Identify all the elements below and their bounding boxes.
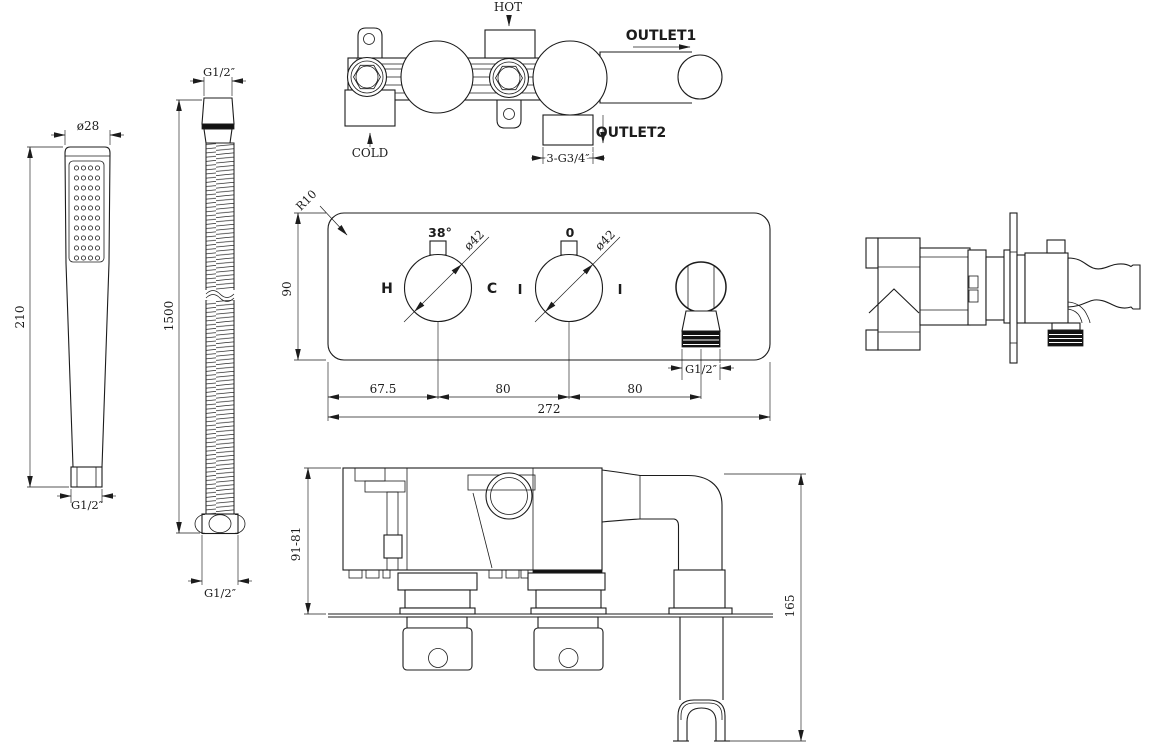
- bottom-port-ring: [485, 472, 533, 520]
- bottom-clamp: [383, 534, 403, 559]
- label-hot: HOT: [494, 0, 522, 14]
- valve-cartridge-right: [532, 40, 608, 116]
- spray-face: [68, 160, 105, 263]
- mounting-tab-top: [357, 27, 383, 58]
- hose-outlet-connector: [675, 261, 727, 348]
- bottom-valve-body: [342, 467, 603, 571]
- handset-holder-inner: [686, 707, 717, 741]
- side-flange1: [967, 249, 987, 326]
- elbow-outer: [640, 474, 723, 570]
- dim-plate-height: 90: [280, 281, 294, 296]
- side-elbow-inner: [1067, 308, 1083, 324]
- handset-holder-outer: [677, 699, 726, 741]
- radius-leader: [319, 205, 348, 236]
- hose-corrugation: [205, 142, 235, 515]
- bottom-feet: [348, 569, 529, 579]
- dim-spacing-mid: 80: [495, 382, 510, 396]
- label-outlet1: OUTLET1: [626, 28, 697, 44]
- label-38deg: 38°: [428, 225, 452, 240]
- hose-bottom-nut: [201, 513, 239, 535]
- hose-top-collar: [203, 128, 233, 144]
- dim-hose-thread-top: G1/2″: [203, 65, 236, 79]
- hose-top-cone: [201, 97, 235, 125]
- label-zero: 0: [566, 225, 575, 240]
- outlet-body: [681, 310, 721, 332]
- dim-head-diameter: ø28: [77, 119, 100, 133]
- side-connector: [985, 256, 1006, 321]
- handshower-body: [64, 146, 111, 468]
- dim-hose-thread-bottom: G1/2″: [204, 586, 237, 600]
- side-elbow-outer: [1067, 301, 1091, 324]
- side-valve-body: [919, 247, 971, 326]
- hose-view: G1/2″ 1500 G1/2″: [162, 65, 252, 600]
- mounting-hole-top: [363, 33, 375, 45]
- mounting-tab-bottom: [496, 100, 522, 129]
- hose-top-band: [201, 123, 235, 130]
- dim-install-height: 165: [783, 595, 797, 618]
- knob-front-1: [402, 616, 473, 671]
- side-tab-upper: [865, 237, 879, 269]
- dim-spacing-right: 80: [627, 382, 642, 396]
- dim-hose-length: 1500: [162, 301, 176, 332]
- valve-side-view: [865, 212, 1141, 364]
- side-flange2: [1003, 249, 1011, 324]
- temperature-knob: 38° H C ø42: [381, 225, 497, 323]
- side-wall-plate: [1009, 212, 1018, 364]
- label-cold-c: C: [487, 281, 497, 297]
- dim-handshower-thread: G1/2″: [71, 498, 104, 512]
- dim-total-width: 272: [538, 402, 561, 416]
- dim-handshower-length: 210: [13, 306, 27, 329]
- outlet-ring: [675, 261, 727, 313]
- handshower-view: ø28 210 G1/2″: [13, 119, 124, 512]
- side-holder-arm: [1067, 257, 1141, 310]
- valve-front-view: R10 90 38° H C ø42 0 I I: [280, 187, 771, 421]
- bottom-stem: [386, 491, 399, 571]
- label-hot-h: H: [381, 281, 393, 297]
- elbow-flange: [668, 607, 733, 615]
- side-spacer: [1016, 254, 1026, 324]
- elbow-neck-bottom: [601, 518, 641, 523]
- temperature-knob-tab: [429, 240, 447, 256]
- valve-top-view: HOT COLD OUTLET1 OUTLET2 3-G3/4″: [344, 0, 723, 167]
- label-outlet2: OUTLET2: [596, 125, 667, 141]
- label-mark-left: I: [518, 283, 523, 298]
- mounting-hole-bottom: [503, 108, 515, 120]
- label-cold: COLD: [352, 146, 389, 160]
- diverter-knob-tab: [560, 240, 578, 256]
- dim-corner-radius: R10: [293, 187, 319, 213]
- dim-depth-range: 91-81: [289, 527, 303, 562]
- label-mark-right: I: [618, 283, 623, 298]
- knob-front-2: [533, 616, 604, 671]
- dim-outlet-thread: 3-G3/4″: [546, 151, 590, 165]
- hex-fitting-center: [488, 57, 530, 99]
- hex-fitting-left: [346, 56, 388, 98]
- side-tab-lower: [865, 329, 879, 351]
- elbow-inner: [640, 518, 680, 570]
- side-chevron: [868, 288, 920, 314]
- hot-inlet-block: [484, 29, 536, 59]
- outlet1-pipe-end: [677, 54, 723, 100]
- valve-bottom-view: 91-81 165: [289, 467, 806, 742]
- spray-nozzle-grid: [74, 165, 101, 261]
- side-outlet-body: [1024, 252, 1069, 324]
- dim-spacing-left: 67.5: [370, 382, 397, 396]
- elbow-neck-top: [601, 469, 641, 477]
- knob-stem-2: [527, 572, 607, 615]
- side-outlet-tab: [1046, 239, 1066, 254]
- dim-plate-outlet-thread: G1/2″: [685, 362, 718, 376]
- knob-stem-1: [397, 572, 478, 615]
- side-thread-collar: [1051, 322, 1081, 331]
- handshower-nut: [70, 466, 103, 488]
- handset-holder-dome: [680, 702, 723, 720]
- outlet2-block: [542, 114, 594, 146]
- elbow-fitting: [673, 569, 726, 609]
- valve-cartridge-left: [400, 40, 474, 114]
